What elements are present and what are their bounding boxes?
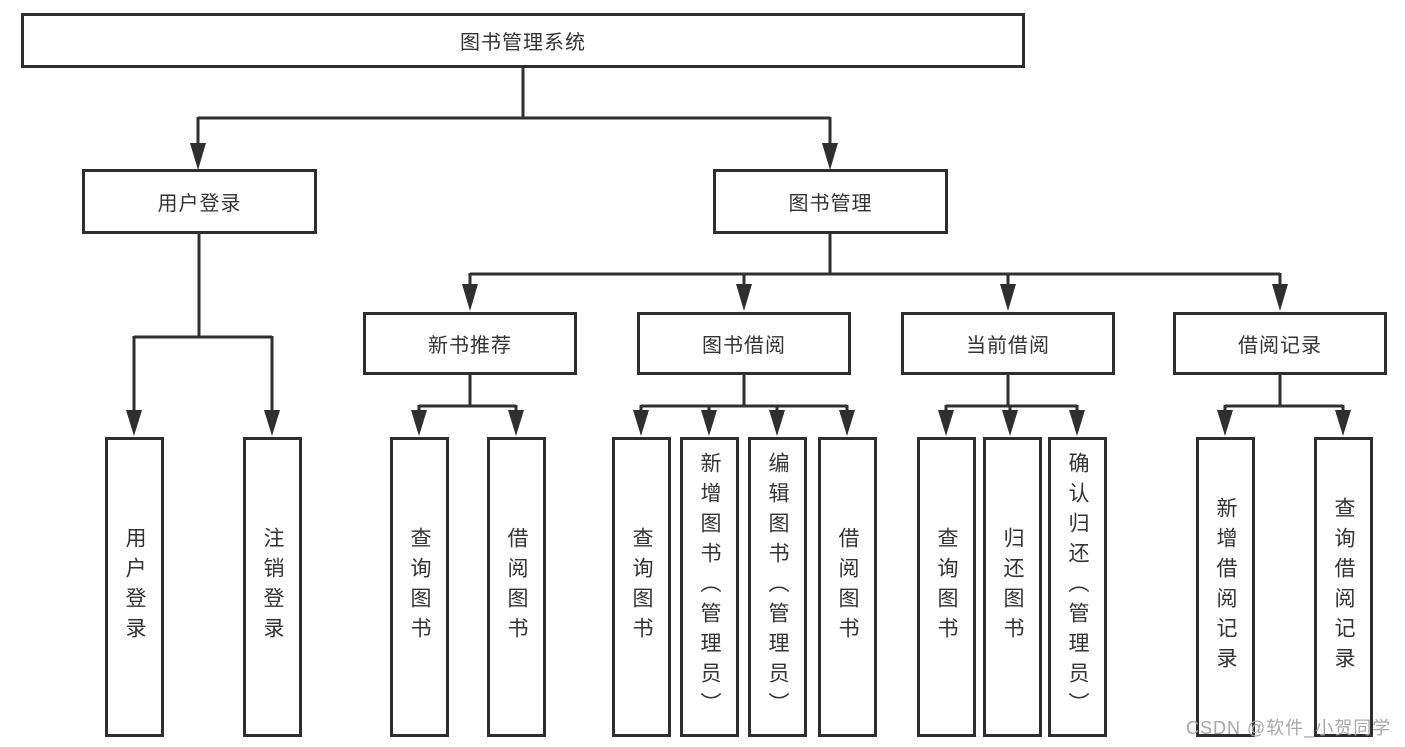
leaf-query-books-borrow: 查询图书 [612,437,671,737]
arrowheads [126,143,1351,436]
leaf-borrow-books-recommend: 借阅图书 [487,437,546,737]
leaf-add-borrow-record: 新增借阅记录 [1196,437,1255,737]
watermark: CSDN @软件_小贺同学 [1186,718,1392,738]
leaf-logout: 注销登录 [243,437,302,737]
leaf-confirm-return-admin: 确认归还（管理员） [1048,437,1107,737]
leaf-add-books-admin: 新增图书（管理员） [680,437,739,737]
node-root: 图书管理系统 [21,13,1025,68]
leaf-borrow-books-recommend-label: 借阅图书 [505,527,528,647]
leaf-borrow-books-label: 借阅图书 [836,527,859,647]
leaf-user-login: 用户登录 [105,437,164,737]
leaf-query-borrow-record-label: 查询借阅记录 [1332,497,1355,677]
node-book-borrowing: 图书借阅 [637,312,851,375]
leaf-query-books-recommend-label: 查询图书 [408,527,431,647]
node-borrowing-records: 借阅记录 [1173,312,1387,375]
leaf-query-borrow-record: 查询借阅记录 [1314,437,1373,737]
node-user-login-label: 用户登录 [157,193,242,215]
leaf-query-books-current: 查询图书 [917,437,976,737]
leaf-edit-books-admin: 编辑图书（管理员） [748,437,807,737]
leaf-query-books-current-label: 查询图书 [935,527,958,647]
node-book-management: 图书管理 [713,169,948,234]
node-book-management-label: 图书管理 [788,193,873,215]
node-user-login: 用户登录 [82,169,317,234]
node-current-borrowing: 当前借阅 [901,312,1115,375]
leaf-query-books-borrow-label: 查询图书 [630,527,653,647]
node-current-borrowing-label: 当前借阅 [966,335,1050,357]
node-root-label: 图书管理系统 [460,32,586,54]
node-new-book-recommendation: 新书推荐 [363,312,577,375]
leaf-add-borrow-record-label: 新增借阅记录 [1214,497,1237,677]
leaf-edit-books-admin-label: 编辑图书（管理员） [766,452,789,722]
leaf-add-books-admin-label: 新增图书（管理员） [698,452,721,722]
leaf-logout-label: 注销登录 [261,527,284,647]
node-book-borrowing-label: 图书借阅 [702,335,786,357]
node-new-book-recommendation-label: 新书推荐 [428,335,512,357]
leaf-user-login-label: 用户登录 [123,527,146,647]
leaf-borrow-books: 借阅图书 [818,437,877,737]
leaf-return-books-label: 归还图书 [1001,527,1024,647]
leaf-query-books-recommend: 查询图书 [390,437,449,737]
node-borrowing-records-label: 借阅记录 [1238,335,1322,357]
leaf-confirm-return-admin-label: 确认归还（管理员） [1066,452,1089,722]
leaf-return-books: 归还图书 [983,437,1042,737]
